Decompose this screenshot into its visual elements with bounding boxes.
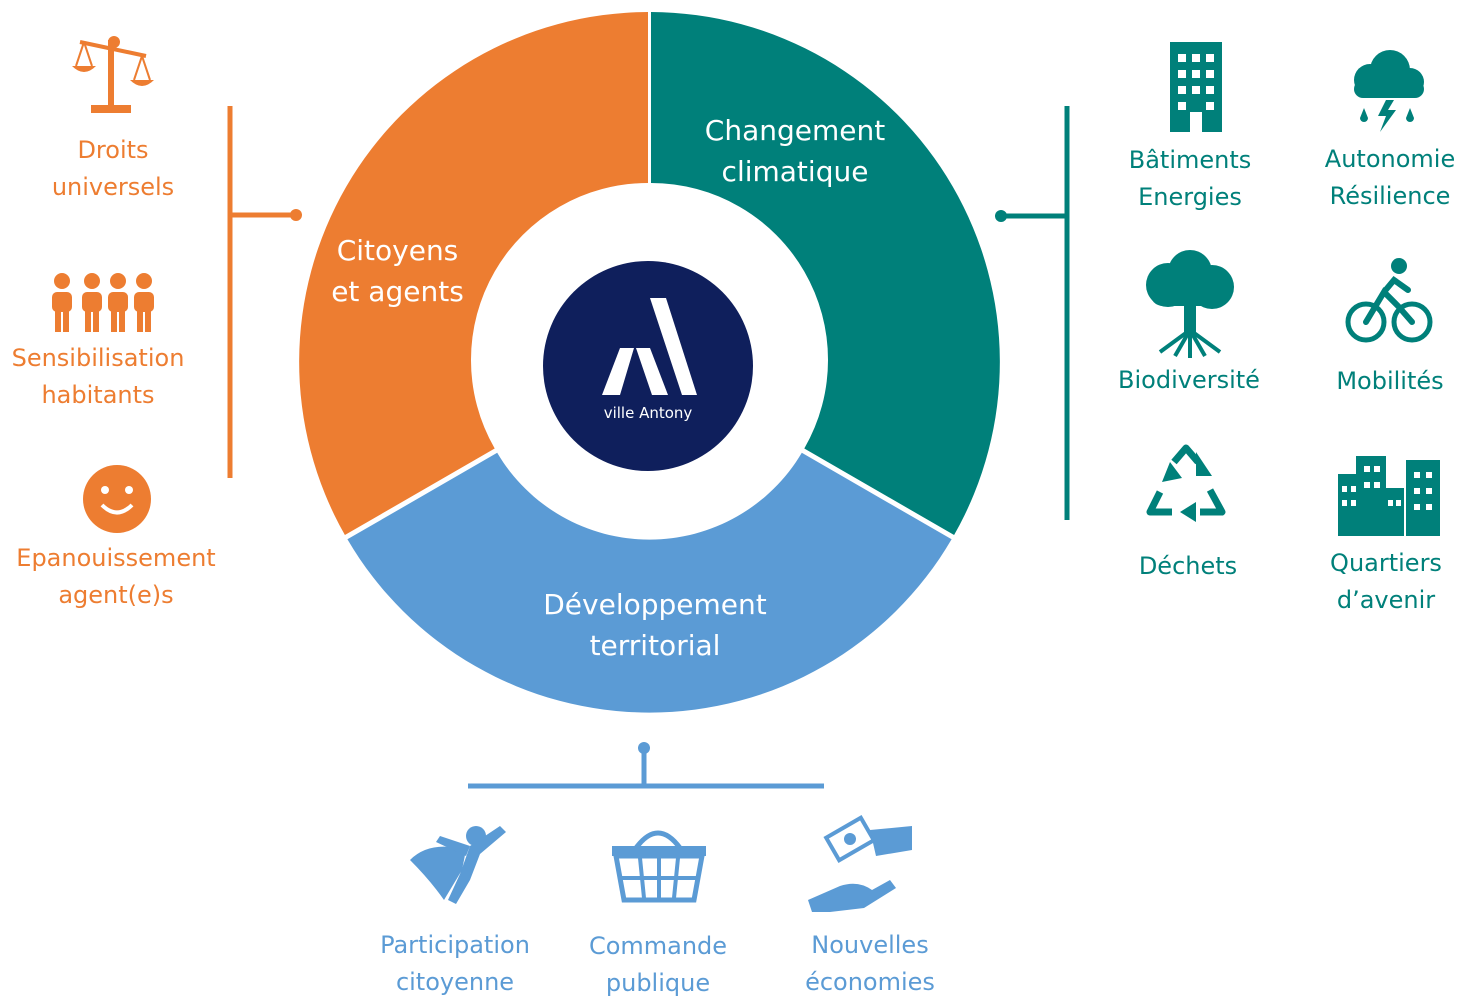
bottom-connector: [468, 742, 824, 789]
building-icon: [1170, 42, 1222, 132]
money-hand-icon: [808, 815, 912, 912]
right-item-mobility: Mobilités: [1310, 363, 1470, 400]
basket-icon: [612, 830, 706, 903]
segment-climate[interactable]: [651, 12, 1000, 535]
left-item-awareness: Sensibilisation habitants: [0, 340, 196, 414]
right-item-neighborhoods-line2: d’avenir: [1336, 586, 1436, 614]
right-connector: [995, 106, 1070, 520]
right-item-waste: Déchets: [1108, 548, 1268, 585]
right-item-waste-line1: Déchets: [1138, 552, 1238, 580]
right-item-buildings: Bâtiments Energies: [1110, 142, 1270, 216]
left-item-wellbeing-line1: Epanouissement: [16, 544, 216, 572]
bottom-item-procurement-line2: publique: [605, 969, 711, 997]
segment-label-citizens: Citoyens et agents: [305, 230, 490, 312]
bottom-item-procurement-line1: Commande: [588, 932, 728, 960]
superhero-icon: [410, 826, 506, 904]
smiley-icon: [83, 465, 151, 533]
bottom-item-participation-line1: Participation: [380, 931, 530, 959]
left-connector: [227, 106, 302, 478]
scales-icon: [72, 36, 154, 113]
left-item-rights-line2: universels: [51, 173, 175, 201]
left-item-awareness-line2: habitants: [41, 381, 155, 409]
logo-mark-left: [602, 348, 634, 395]
logo-mark: [650, 298, 697, 395]
segment-climate-line2: climatique: [721, 155, 869, 188]
bottom-item-participation: Participation citoyenne: [360, 927, 550, 1001]
right-item-biodiversity: Biodiversité: [1105, 362, 1273, 399]
right-item-mobility-line1: Mobilités: [1336, 367, 1444, 395]
right-item-autonomy: Autonomie Résilience: [1310, 141, 1470, 215]
right-item-neighborhoods-line1: Quartiers: [1330, 549, 1442, 577]
logo-text: ville Antony: [603, 404, 693, 422]
donut-ring: [299, 12, 1000, 713]
segment-label-territory: Développement territorial: [520, 584, 790, 666]
left-item-rights: Droits universels: [13, 132, 213, 206]
left-item-rights-line1: Droits: [77, 136, 149, 164]
bottom-item-participation-line2: citoyenne: [395, 968, 515, 996]
bottom-item-procurement: Commande publique: [570, 928, 746, 1002]
left-item-wellbeing: Epanouissement agent(e)s: [0, 540, 232, 614]
segment-territory[interactable]: [347, 452, 952, 713]
segment-climate-line1: Changement: [704, 114, 886, 147]
segment-territory-line2: territorial: [589, 629, 721, 662]
bottom-item-economies-line1: Nouvelles: [811, 931, 929, 959]
segment-citizens-line1: Citoyens: [336, 234, 459, 267]
right-item-buildings-line1: Bâtiments: [1128, 146, 1252, 174]
bottom-item-economies: Nouvelles économies: [790, 927, 950, 1001]
right-item-autonomy-line1: Autonomie: [1324, 145, 1456, 173]
right-item-biodiversity-line1: Biodiversité: [1118, 366, 1260, 394]
right-item-neighborhoods: Quartiers d’avenir: [1306, 545, 1466, 619]
people-icon: [52, 273, 154, 332]
city-buildings-icon: [1338, 456, 1440, 536]
segment-citizens[interactable]: [299, 12, 648, 535]
logo-mark-mid: [636, 348, 668, 395]
bottom-item-economies-line2: économies: [805, 968, 935, 996]
cyclist-icon: [1345, 258, 1433, 343]
left-item-wellbeing-line2: agent(e)s: [58, 581, 174, 609]
segment-citizens-line2: et agents: [331, 275, 464, 308]
left-item-awareness-line1: Sensibilisation: [11, 344, 185, 372]
right-item-autonomy-line2: Résilience: [1329, 182, 1451, 210]
storm-cloud-icon: [1354, 50, 1424, 132]
recycle-icon: [1146, 444, 1226, 522]
segment-territory-line1: Développement: [543, 588, 767, 621]
segment-label-climate: Changement climatique: [690, 110, 900, 192]
right-item-buildings-line2: Energies: [1138, 183, 1242, 211]
tree-icon: [1146, 250, 1234, 358]
ville-antony-logo: [543, 261, 753, 471]
